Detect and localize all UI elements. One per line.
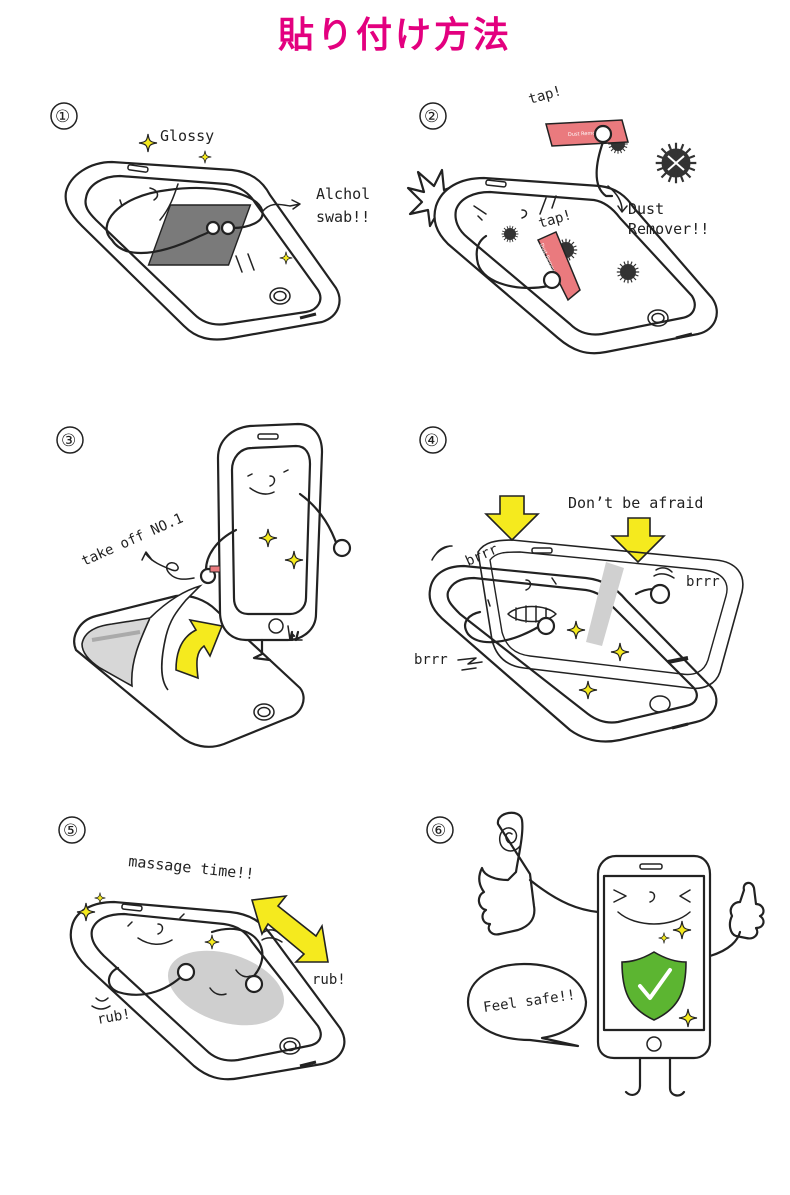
step-5: ⑤ massage time!! xyxy=(58,816,346,1081)
step-number-circle xyxy=(50,102,78,130)
swab-label: swab!! xyxy=(316,208,370,226)
massage-label: massage time!! xyxy=(128,852,256,883)
sticker-text: Dust Remover xyxy=(568,130,605,138)
page-title: 貼り付け方法 xyxy=(277,15,512,56)
step-6: ⑥ xyxy=(426,811,765,1097)
step-3: ③ xyxy=(56,422,352,748)
alcohol-label: Alchol xyxy=(316,185,370,203)
brrr-label: brrr xyxy=(463,541,500,569)
step-number-circle xyxy=(58,816,86,844)
tap-label: tap! xyxy=(527,83,564,108)
step-number: ④ xyxy=(424,431,439,451)
rub-arms xyxy=(107,927,264,996)
afraid-label: Don’t be afraid xyxy=(568,494,703,512)
phone-icon xyxy=(428,564,718,743)
swab-arm xyxy=(105,186,264,254)
step-number: ⑤ xyxy=(63,821,78,841)
step-number-circle xyxy=(426,816,454,844)
phone-icon xyxy=(433,176,718,355)
double-arrow-icon xyxy=(250,894,329,963)
alcohol-swab-icon xyxy=(147,204,252,266)
thumbs-up-icon xyxy=(477,811,765,958)
dust-germ-icon xyxy=(501,133,698,284)
step-number-circle xyxy=(56,426,84,454)
step-4: ④ Don’t be afraid xyxy=(414,426,744,743)
step-1: ① xyxy=(50,102,370,341)
protector-film-icon xyxy=(477,539,744,690)
phone-icon-standing xyxy=(199,422,352,662)
film-peel-icon xyxy=(81,584,203,691)
step-number: ① xyxy=(55,107,70,127)
step-number-circle xyxy=(419,426,447,454)
shield-check-icon xyxy=(621,920,698,1028)
rub-label-2: rub! xyxy=(96,1006,132,1028)
step-number: ⑥ xyxy=(431,821,446,841)
step-number: ② xyxy=(424,107,439,127)
take-off-label: take off NO.1 xyxy=(79,510,186,569)
brrr-label-2: brrr xyxy=(686,574,720,590)
speech-bubble: Feel safe!! xyxy=(466,962,588,1048)
step-number: ③ xyxy=(61,431,76,451)
rub-label: rub! xyxy=(312,972,346,988)
glossy-label: Glossy xyxy=(160,127,214,145)
down-arrow-icon xyxy=(484,495,666,564)
phone-face xyxy=(127,913,185,945)
brrr-label-3: brrr xyxy=(414,652,448,668)
phone-face xyxy=(487,577,557,623)
remover-label: Remover!! xyxy=(628,220,709,238)
film-arms xyxy=(464,583,671,700)
step-number-circle xyxy=(419,102,447,130)
curved-arrow-icon xyxy=(175,618,224,680)
remover-arms xyxy=(475,124,614,290)
rub-smudge xyxy=(167,950,285,1026)
dust-label: Dust xyxy=(628,200,664,218)
step-2: ② xyxy=(406,83,718,355)
